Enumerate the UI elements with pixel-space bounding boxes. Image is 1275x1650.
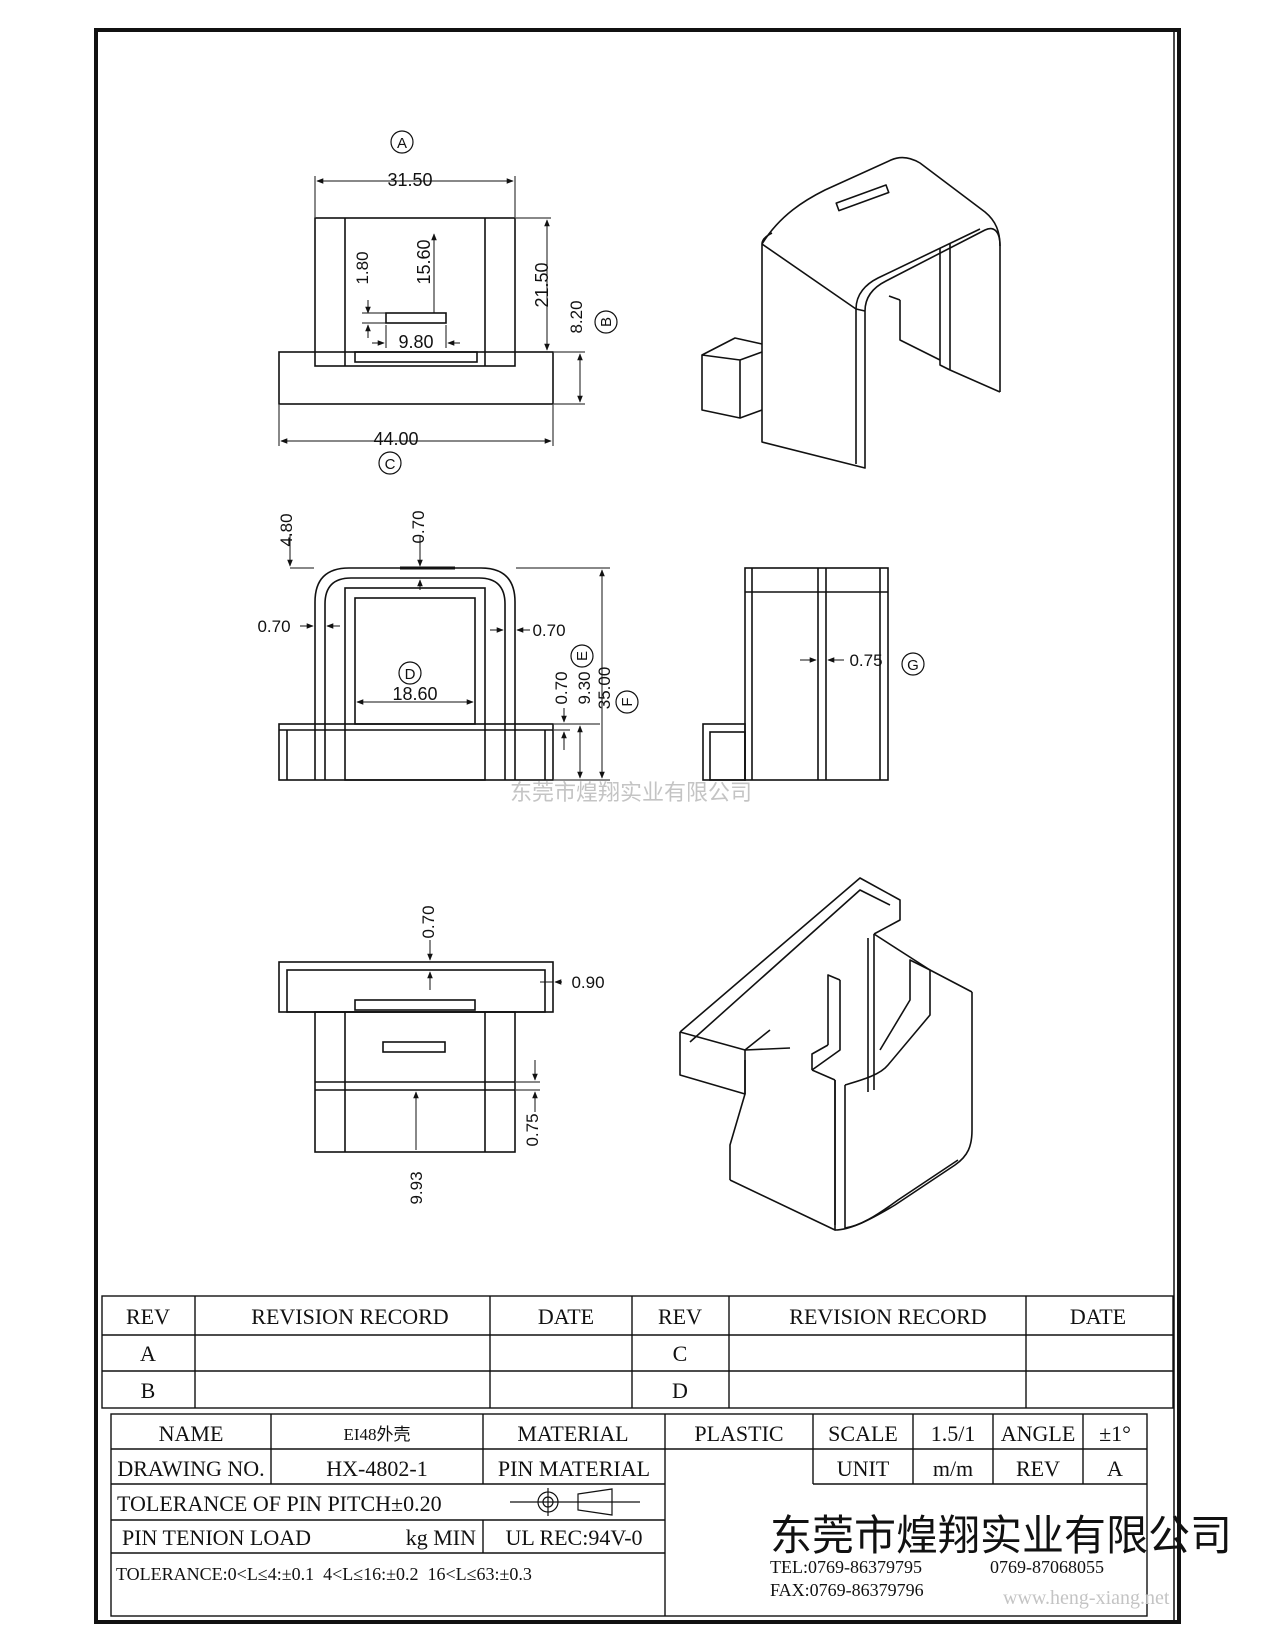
pin-tension-unit: kg MIN — [406, 1525, 476, 1550]
angle-value: ±1° — [1099, 1421, 1131, 1446]
revision-record-header-2: REVISION RECORD — [789, 1304, 986, 1329]
drawing-frame — [94, 28, 1181, 1624]
isometric-view-rear — [679, 877, 973, 1231]
circle-label-f: F — [619, 697, 636, 706]
dim-right-wall: 0.70 — [532, 621, 565, 640]
dim-top-radius: 4.80 — [277, 513, 296, 546]
isometric-view-front — [701, 156, 1001, 469]
dim-base-top: 8.20 — [567, 300, 586, 333]
company-tel: TEL:0769-86379795 — [770, 1557, 922, 1577]
ul-rating: UL REC:94V-0 — [505, 1525, 642, 1550]
circle-label-e: E — [574, 651, 591, 661]
date-header-2: DATE — [1070, 1304, 1126, 1329]
tolerance-pin-pitch: TOLERANCE OF PIN PITCH±0.20 — [117, 1491, 442, 1516]
material-value: PLASTIC — [694, 1421, 783, 1446]
top-view-labels: A 31.50 1.80 15.60 21.50 8.20 B 9.80 44.… — [353, 130, 618, 475]
dim-left-wall: 0.70 — [257, 617, 290, 636]
rev-value: A — [1107, 1456, 1123, 1481]
title-block: NAME EI48外壳 MATERIAL PLASTIC SCALE 1.5/1… — [110, 1413, 1232, 1617]
side-view — [702, 567, 889, 781]
dim-total-height: 35.00 — [595, 667, 614, 710]
circle-label-c: C — [385, 456, 396, 473]
revision-record-header-1: REVISION RECORD — [251, 1304, 448, 1329]
circle-label-d: D — [405, 666, 416, 683]
front-view-labels: 4.80 0.70 0.70 0.70 D 18.60 0.70 9.30 35… — [257, 510, 639, 714]
unit-label: UNIT — [837, 1456, 890, 1481]
dim-inner-width: 18.60 — [392, 684, 437, 704]
bottom-view — [278, 940, 562, 1153]
rev-header-2: REV — [658, 1304, 702, 1329]
dim-foot-height: 9.30 — [575, 671, 594, 704]
drawing-no-value: HX-4802-1 — [326, 1456, 427, 1481]
rev-label: REV — [1016, 1456, 1060, 1481]
dim-foot-wall: 0.70 — [552, 671, 571, 704]
front-view — [278, 534, 610, 781]
company-fax: FAX:0769-86379796 — [770, 1580, 924, 1600]
dim-bottom-depth: 9.93 — [407, 1171, 426, 1204]
drawing-no-label: DRAWING NO. — [117, 1456, 264, 1481]
dim-height-top: 21.50 — [532, 262, 552, 307]
material-label: MATERIAL — [517, 1421, 628, 1446]
rev-row-d: D — [672, 1378, 688, 1403]
watermark-company: 东莞市煌翔实业有限公司 — [510, 780, 752, 805]
tolerance-general: TOLERANCE:0<L≤4:±0.1 4<L≤16:±0.2 16<L≤63… — [116, 1564, 532, 1584]
dim-side-wall: 0.75 — [849, 651, 882, 670]
dim-bottom-side-wall: 0.90 — [571, 973, 604, 992]
side-view-labels: 0.75 G — [849, 651, 925, 676]
dim-width-top: 31.50 — [387, 170, 432, 190]
date-header-1: DATE — [538, 1304, 594, 1329]
projection-symbol-icon — [510, 1488, 640, 1516]
rev-row-c: C — [673, 1341, 688, 1366]
pin-tension-label: PIN TENION LOAD — [122, 1525, 311, 1550]
rev-header-1: REV — [126, 1304, 170, 1329]
part-name: EI48外壳 — [343, 1425, 410, 1444]
name-label: NAME — [159, 1421, 224, 1446]
dim-total-width: 44.00 — [373, 429, 418, 449]
scale-value: 1.5/1 — [931, 1421, 976, 1446]
dim-top-wall: 0.70 — [409, 510, 428, 543]
angle-label: ANGLE — [1001, 1421, 1076, 1446]
circle-label-a: A — [397, 135, 407, 152]
dim-slot-offset: 1.80 — [353, 251, 372, 284]
unit-value: m/m — [933, 1456, 973, 1481]
dim-bottom-wall: 0.75 — [523, 1113, 542, 1146]
company-name: 东莞市煌翔实业有限公司 — [770, 1512, 1232, 1559]
top-view — [278, 176, 585, 446]
dim-slot-width: 9.80 — [398, 332, 433, 352]
rev-row-a: A — [140, 1341, 156, 1366]
company-tel-2: 0769-87068055 — [990, 1557, 1104, 1577]
circle-label-b: B — [598, 317, 615, 327]
circle-label-g: G — [907, 657, 919, 674]
scale-label: SCALE — [828, 1421, 898, 1446]
rev-row-b: B — [141, 1378, 156, 1403]
watermark-website: www.heng-xiang.net — [1003, 1587, 1170, 1609]
dim-slot-height: 15.60 — [414, 239, 434, 284]
bottom-view-labels: 0.70 0.90 0.75 9.93 — [407, 905, 605, 1204]
revision-table: REV REVISION RECORD DATE REV REVISION RE… — [101, 1295, 1174, 1409]
dim-bottom-top-wall: 0.70 — [419, 905, 438, 938]
pin-material-label: PIN MATERIAL — [498, 1456, 650, 1481]
